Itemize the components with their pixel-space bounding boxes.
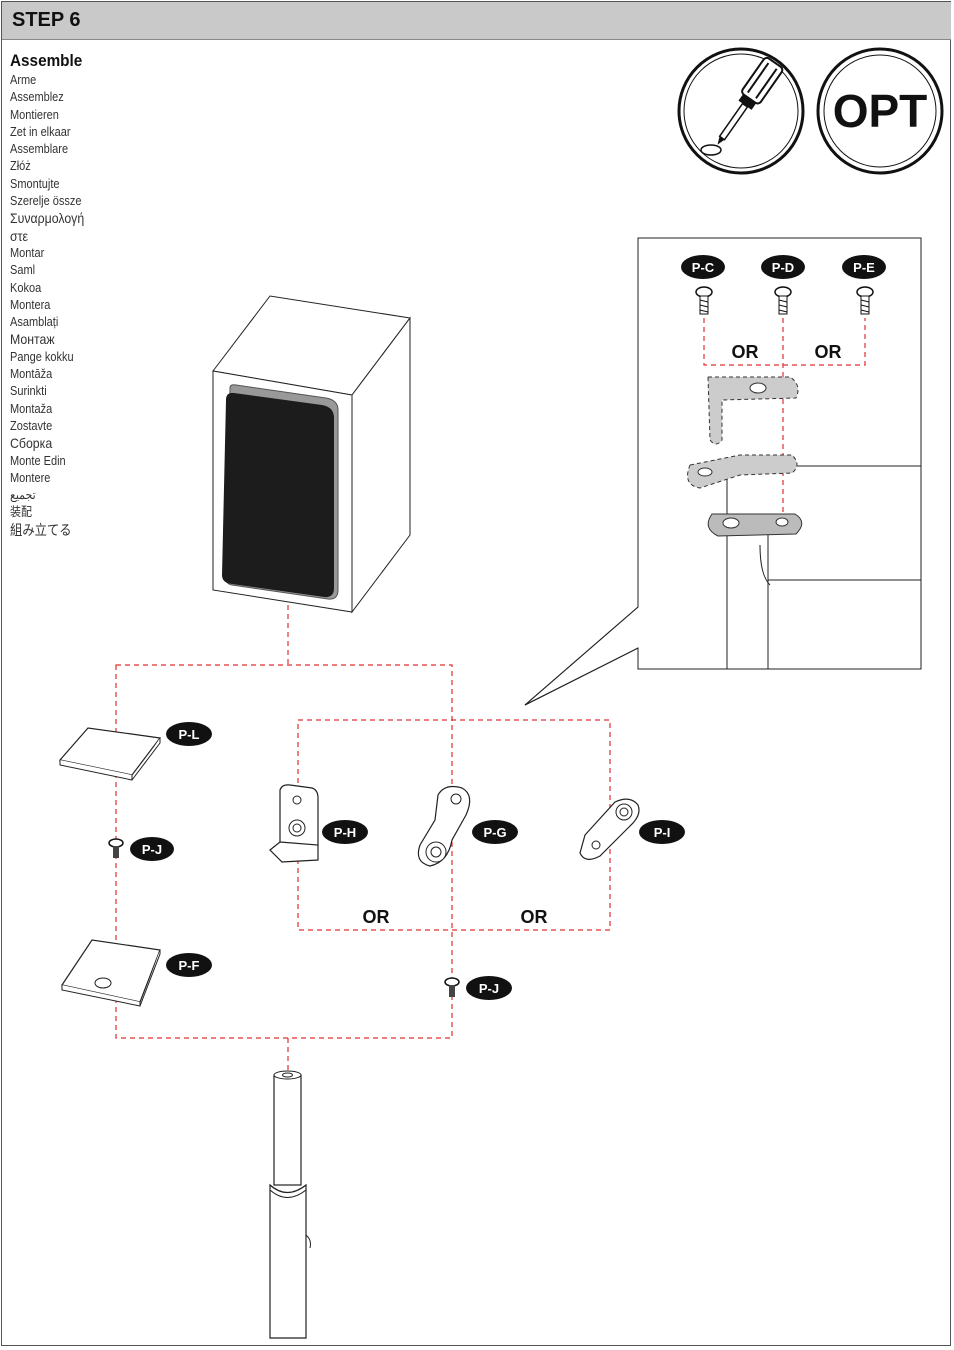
badge-p-j: P-J	[479, 981, 499, 996]
badge-p-c: P-C	[681, 255, 725, 279]
language-item: Сборка	[10, 435, 53, 452]
language-item: Zostavte	[10, 418, 53, 433]
language-item: Montieren	[10, 107, 59, 122]
badge-p-l: P-L	[179, 727, 200, 742]
language-item: 装配	[10, 505, 33, 520]
badge-p-j: P-J	[142, 842, 162, 857]
language-item: Zet in elkaar	[10, 124, 71, 139]
language-item: Montera	[10, 297, 51, 312]
top-plate: P-L	[58, 722, 212, 781]
language-item: Kokoa	[10, 280, 42, 295]
language-item: Szerelje össze	[10, 194, 82, 209]
badge-p-d: P-D	[761, 255, 805, 279]
svg-text:P-D: P-D	[772, 260, 794, 275]
or-label: OR	[815, 342, 842, 362]
screw-right: P-J	[444, 976, 512, 1000]
language-item: Assemblez	[10, 90, 64, 105]
language-item: Assemblare	[10, 142, 69, 157]
screw-icon	[856, 286, 874, 315]
language-item: Montāža	[10, 367, 53, 382]
bracket-p-i: P-I	[579, 798, 685, 860]
pole	[269, 1070, 311, 1339]
badge-p-e: P-E	[842, 255, 886, 279]
language-item: Monte Edin	[10, 453, 66, 468]
language-item: Montere	[10, 470, 51, 485]
language-item: 組み立てる	[10, 521, 72, 538]
language-item: Smontujte	[10, 176, 60, 191]
language-item: Surinkti	[10, 384, 47, 399]
language-main: Assemble	[10, 51, 83, 70]
or-label: OR	[363, 907, 390, 927]
detail-box: P-C P-D P-E OR OR	[524, 237, 922, 706]
language-item: Arme	[10, 73, 37, 87]
svg-text:P-H: P-H	[334, 825, 356, 840]
language-item: Złóż	[10, 159, 31, 174]
svg-text:P-E: P-E	[853, 260, 875, 275]
screw-left: P-J	[108, 837, 174, 861]
or-label: OR	[732, 342, 759, 362]
step-title: STEP 6	[12, 9, 81, 31]
step-header: STEP 6	[2, 2, 951, 40]
language-item: Saml	[10, 263, 36, 278]
language-list: Assemble Arme Assemblez Montieren Zet in…	[10, 50, 130, 539]
language-item: تجميع	[10, 488, 36, 503]
svg-text:P-G: P-G	[483, 825, 506, 840]
language-item: Pange kokku	[10, 349, 74, 364]
svg-text:P-C: P-C	[692, 260, 715, 275]
or-label: OR	[521, 907, 548, 927]
assembly-guides	[115, 605, 611, 1075]
bracket-p-g: P-G	[417, 785, 518, 867]
svg-text:P-I: P-I	[654, 825, 671, 840]
screw-icon	[774, 286, 792, 315]
screw-icon	[695, 286, 713, 315]
bottom-plate: P-F	[61, 939, 212, 1007]
language-item: Montar	[10, 245, 45, 260]
language-item: Συναρμολογή	[10, 210, 85, 227]
language-item: Монтаж	[10, 331, 55, 348]
language-item: στε	[10, 227, 28, 244]
bracket-p-h: P-H	[269, 784, 368, 863]
language-item: Montaža	[10, 401, 53, 416]
screwdriver-icon	[677, 47, 805, 175]
optional-label: OPT	[833, 85, 928, 137]
optional-icon: OPT	[816, 47, 944, 175]
cabinet	[212, 295, 411, 614]
badge-p-f: P-F	[179, 958, 200, 973]
language-item: Asamblați	[10, 315, 59, 330]
